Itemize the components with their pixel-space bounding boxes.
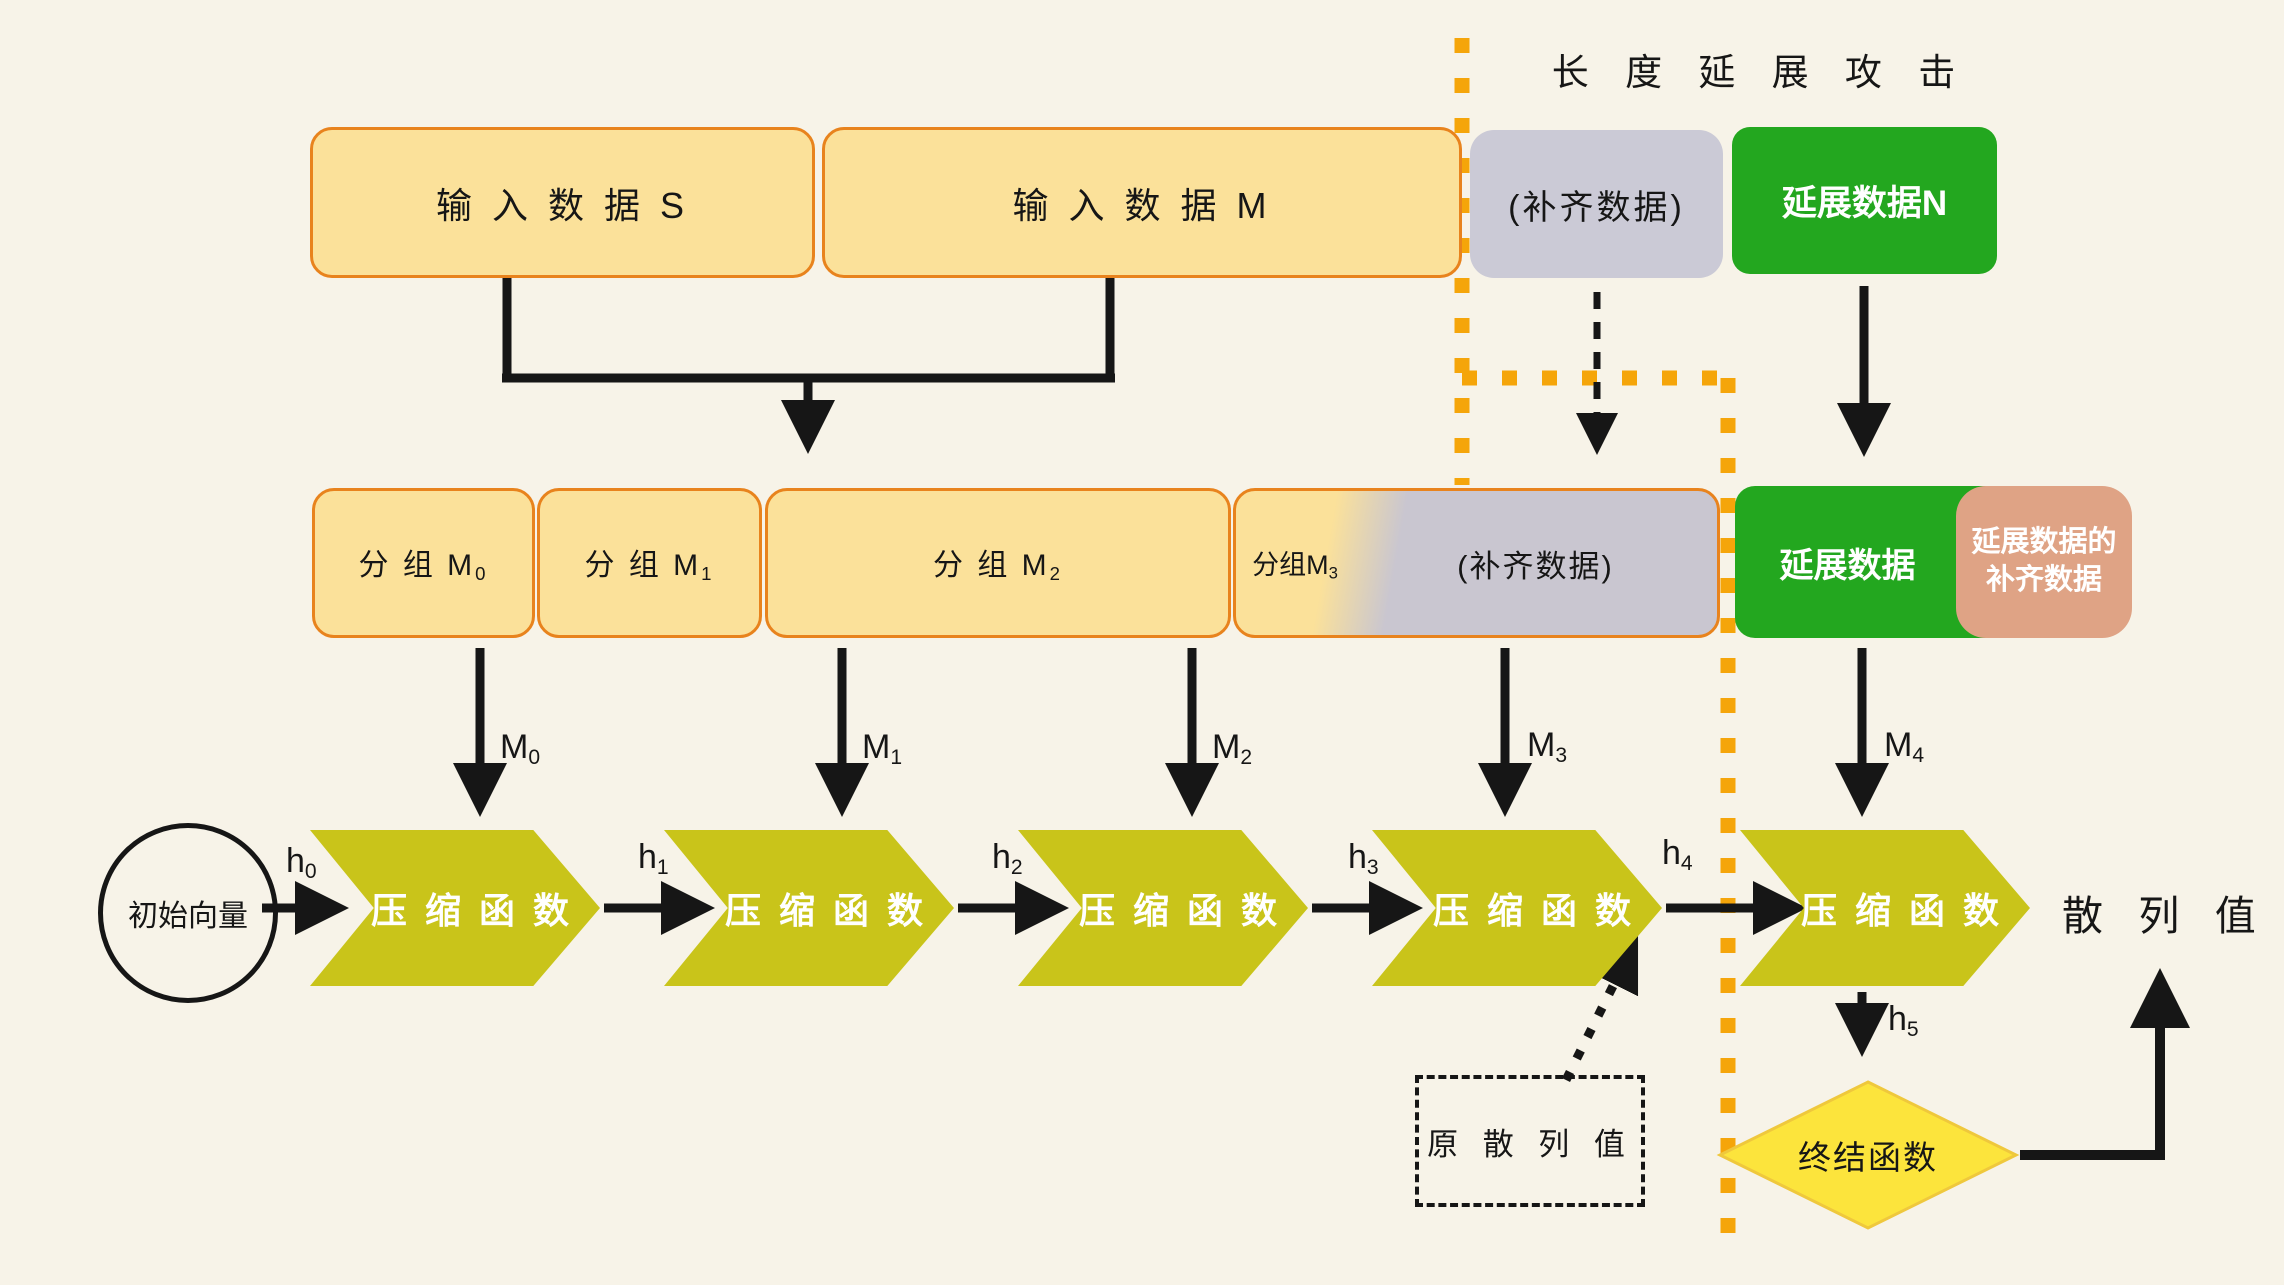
m1-label: M1 xyxy=(862,728,903,769)
group-m3-padding-box: 分组M3 (补齐数据) xyxy=(1233,488,1720,638)
input-s-box: 输 入 数 据 S xyxy=(310,127,815,278)
original-hash-label: 原 散 列 值 xyxy=(1427,1126,1633,1162)
original-hash-box: 原 散 列 值 xyxy=(1415,1075,1645,1207)
final-function-label-wrap: 终结函数 xyxy=(1768,1135,1968,1176)
input-m-box: 输 入 数 据 M xyxy=(822,127,1462,278)
h4-label: h4 xyxy=(1662,834,1693,875)
final-function-label: 终结函数 xyxy=(1798,1139,1938,1176)
input-s-label: 输 入 数 据 S xyxy=(435,184,690,226)
length-extension-boundary-line xyxy=(1454,38,1736,1250)
padding-row1-label: (补齐数据) xyxy=(1508,188,1685,227)
compression-label-3: 压 缩 函 数 xyxy=(1078,890,1281,931)
group-m3-segment: 分组M3 xyxy=(1236,491,1354,635)
group-m1-label: 分 组 M1 xyxy=(584,549,715,585)
compression-label-5: 压 缩 函 数 xyxy=(1800,890,2003,931)
m3-label: M3 xyxy=(1527,726,1568,767)
compression-label-4: 压 缩 函 数 xyxy=(1432,890,1635,931)
hash-value-label: 散 列 值 xyxy=(2062,893,2268,939)
extension-row2-label: 延展数据 xyxy=(1779,546,1916,585)
padding-row1-box: (补齐数据) xyxy=(1470,130,1723,278)
input-m-label: 输 入 数 据 M xyxy=(1012,184,1272,226)
h3-label: h3 xyxy=(1348,838,1379,879)
initial-vector-label: 初始向量 xyxy=(128,900,248,933)
extension-padding-line2: 补齐数据 xyxy=(1985,564,2102,596)
padding-row2-label: (补齐数据) xyxy=(1457,548,1614,584)
extension-n-label: 延展数据N xyxy=(1781,184,1948,223)
group-m3-label: 分组M3 xyxy=(1252,549,1338,583)
hash-output-arrow xyxy=(2020,968,2190,1160)
final-function-diamond xyxy=(1716,1080,2020,1230)
group-m2-label: 分 组 M2 xyxy=(932,549,1063,585)
m0-label: M0 xyxy=(500,728,541,769)
group-m0-box: 分 组 M0 xyxy=(312,488,535,638)
extension-padding-line1: 延展数据的 xyxy=(1971,526,2117,559)
extension-n-box: 延展数据N xyxy=(1732,127,1997,274)
initial-vector-circle: 初始向量 xyxy=(98,823,278,1003)
original-hash-dotted-arrow xyxy=(1561,935,1639,1083)
extension-padding-box: 延展数据的 补齐数据 xyxy=(1956,486,2132,638)
h0-label: h0 xyxy=(286,842,317,883)
h2-label: h2 xyxy=(992,838,1023,879)
group-m0-label: 分 组 M0 xyxy=(358,549,489,585)
m4-label: M4 xyxy=(1884,726,1925,767)
group-m2-box: 分 组 M2 xyxy=(765,488,1231,638)
h1-label: h1 xyxy=(638,838,669,879)
attack-title: 长 度 延 展 攻 击 xyxy=(1551,52,1969,93)
group-m1-box: 分 组 M1 xyxy=(537,488,762,638)
compression-label-1: 压 缩 函 数 xyxy=(370,890,573,931)
m2-label: M2 xyxy=(1212,728,1253,769)
h5-label: h5 xyxy=(1888,1000,1919,1041)
compression-label-2: 压 缩 函 数 xyxy=(724,890,927,931)
padding-row2-segment: (补齐数据) xyxy=(1354,491,1717,635)
input-merge-connector xyxy=(502,278,1115,383)
